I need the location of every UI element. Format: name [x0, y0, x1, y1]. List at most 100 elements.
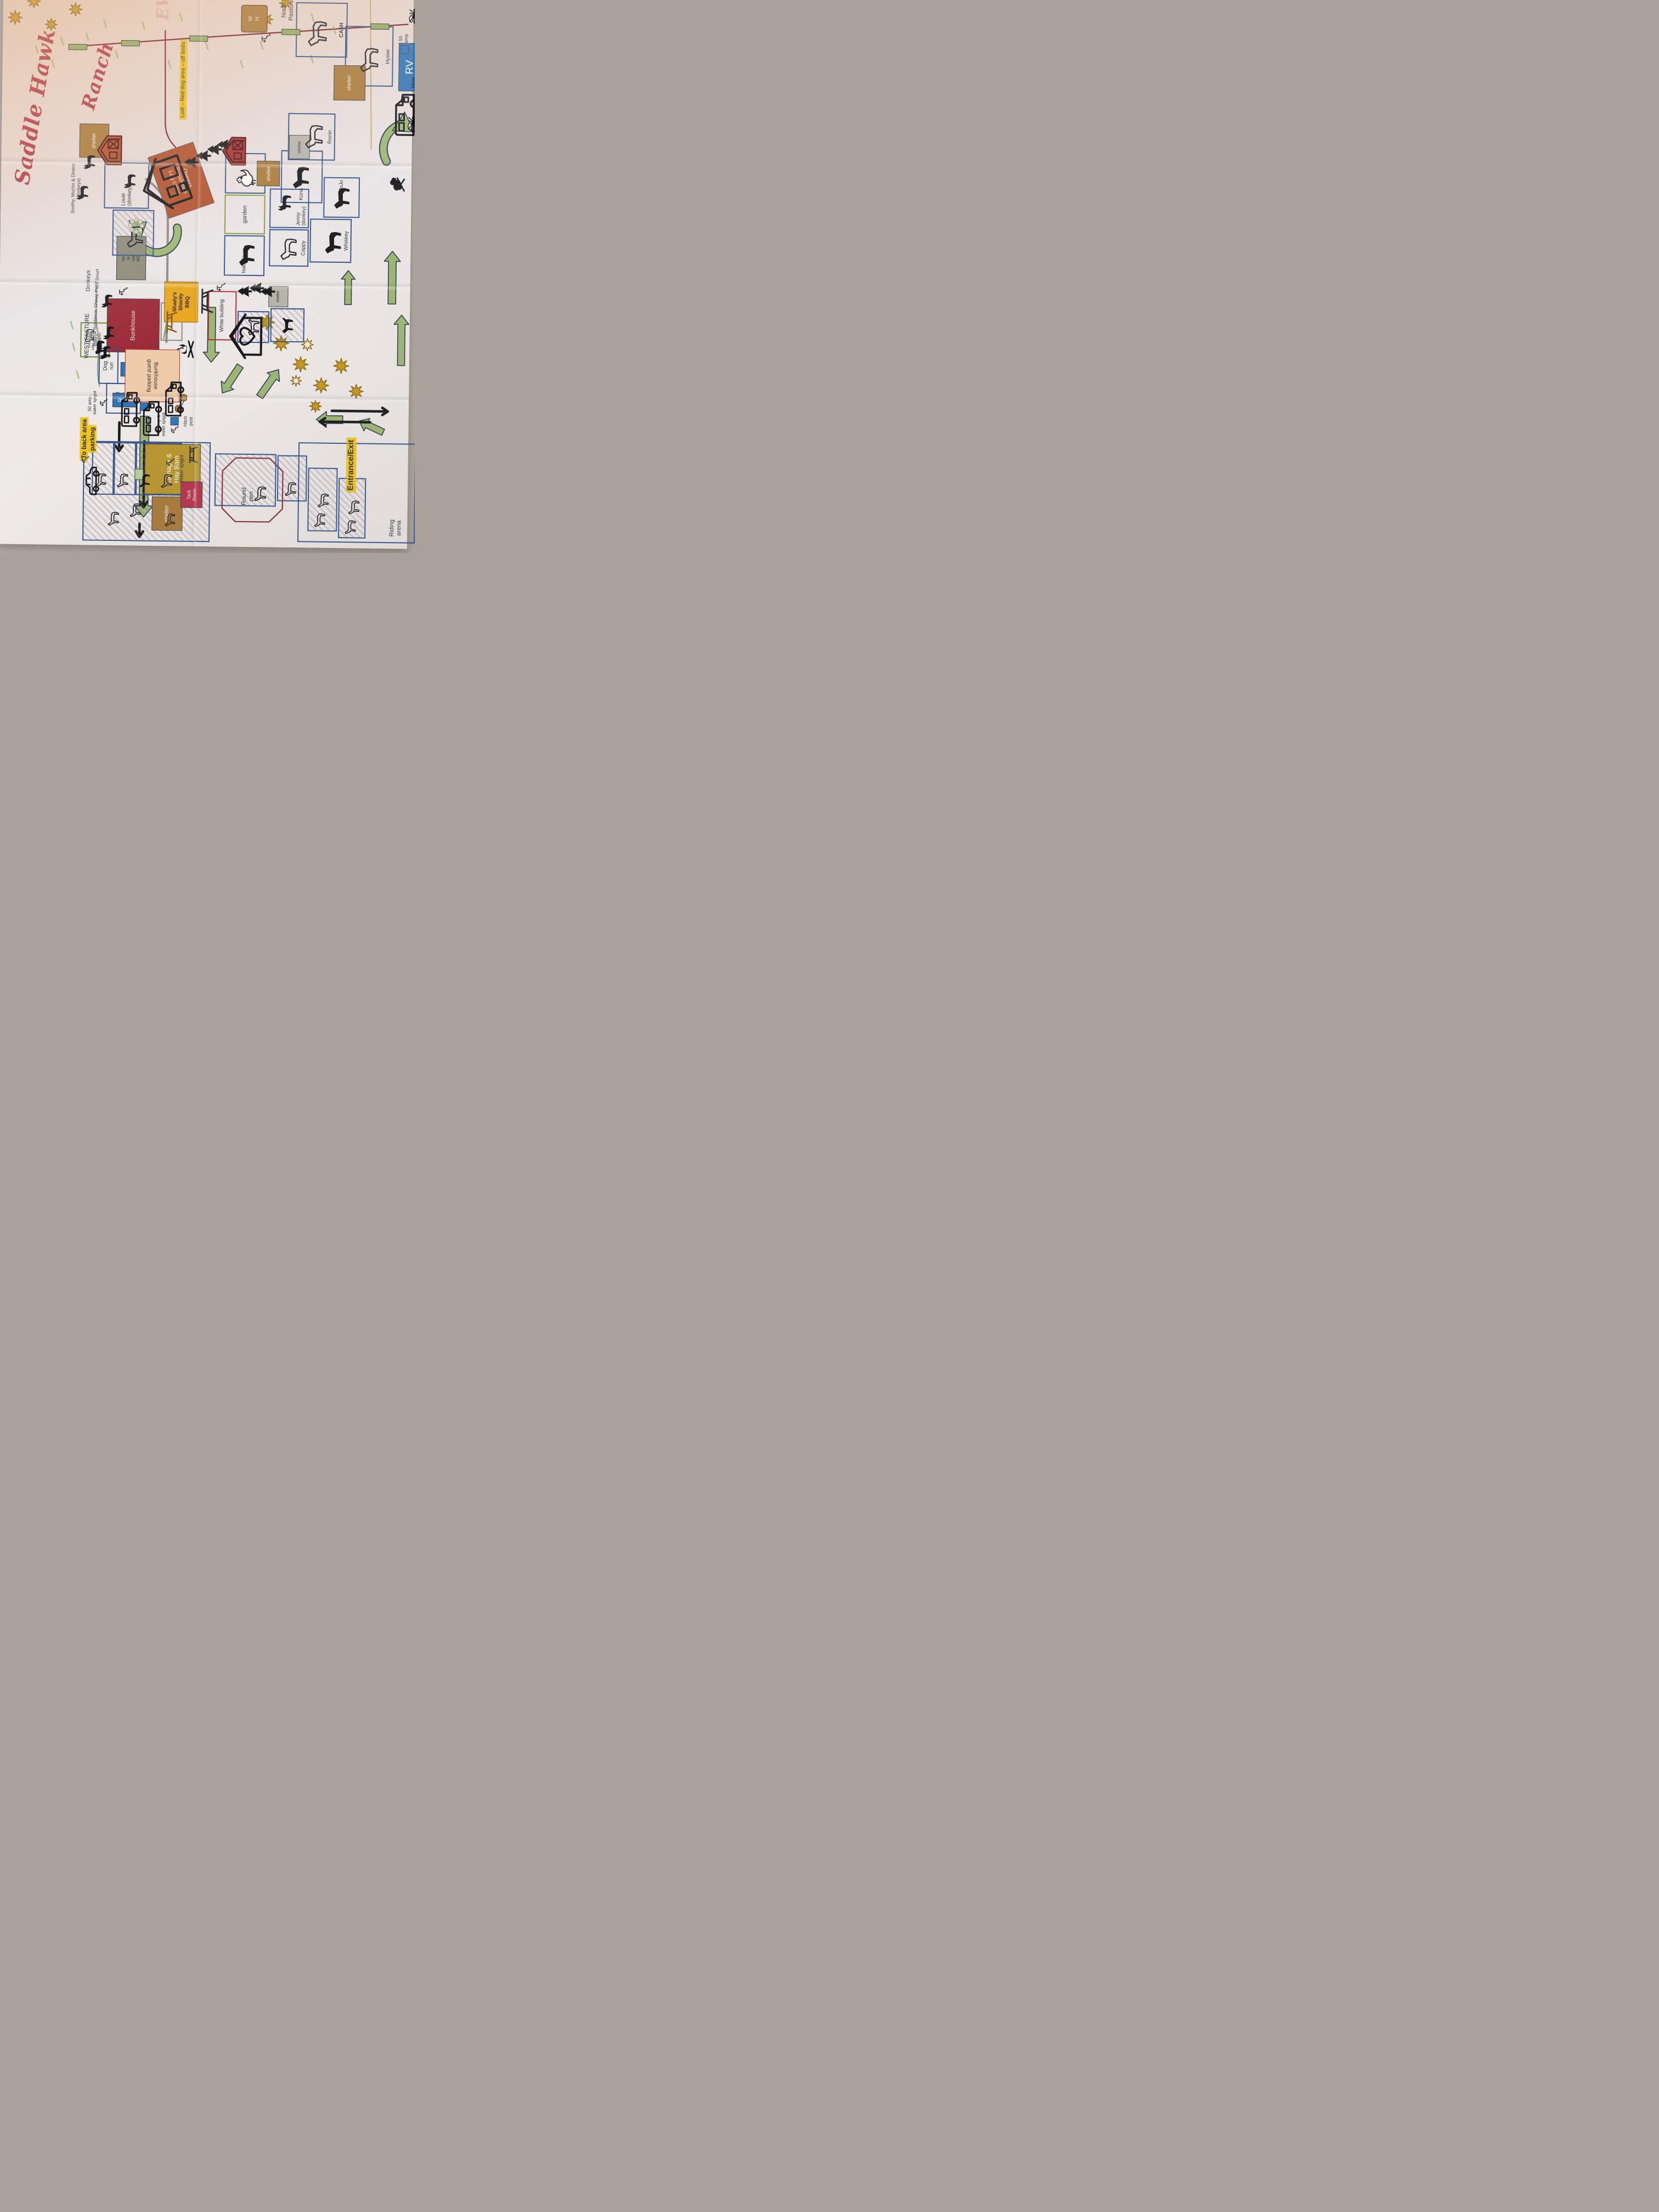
garden: garden — [224, 194, 266, 235]
mid-shelter: shelter — [256, 161, 280, 187]
amp30-square — [170, 417, 179, 426]
star-icon — [313, 377, 330, 394]
grass-mark — [332, 25, 336, 35]
hyster-horse-icon — [358, 43, 382, 74]
road-arrow — [341, 270, 356, 306]
grass-mark — [310, 55, 314, 64]
pasture-gate-3 — [189, 35, 208, 42]
pine-tree-icon — [217, 138, 232, 150]
star-icon — [292, 356, 309, 373]
grass-mark — [85, 32, 89, 41]
zebu-cow-icon — [83, 326, 95, 343]
grass-mark — [142, 21, 145, 30]
entrance-label: Entrance/Exit — [346, 438, 357, 493]
rv-motorhome-icon — [139, 400, 164, 438]
rv-motorhome-icon — [117, 391, 142, 428]
jojo-horse-icon — [332, 184, 353, 210]
star-icon — [27, 0, 41, 8]
pine-tree-icon — [259, 285, 276, 298]
grass-mark — [103, 19, 107, 29]
water-spigot-icon — [99, 398, 108, 407]
hand-drawn-arrow — [318, 416, 371, 427]
flower-wreath-icon — [127, 216, 145, 235]
grass-mark — [70, 320, 74, 330]
dog-icon-black — [279, 313, 297, 335]
picnic-table-icon — [187, 445, 199, 464]
water-spigot-icon — [170, 425, 179, 434]
news-bleed: EWS — [154, 0, 173, 20]
grass-mark — [76, 370, 80, 379]
water-spigot-icon — [166, 458, 175, 467]
pasture-gate-1 — [68, 43, 88, 50]
goat-icon — [128, 499, 143, 518]
water-spigot-label: Water spigot — [178, 455, 184, 483]
grass-mark — [72, 342, 76, 352]
lodi-label: Lodi – Red dog area – off limits — [179, 40, 188, 120]
goat-icon — [313, 509, 327, 528]
goat-icon — [343, 516, 358, 535]
pasture-gate-2 — [121, 40, 140, 47]
kona-horse-icon — [291, 162, 313, 190]
goat-icon — [106, 508, 121, 527]
water-spigot-icon — [261, 33, 271, 43]
star-icon — [309, 399, 322, 413]
west-pasture-fence — [94, 281, 100, 387]
bee-icon — [407, 112, 415, 133]
grass-mark — [35, 44, 39, 54]
cappy-horse-icon — [279, 235, 300, 261]
tan-fence — [370, 0, 372, 150]
star-icon — [69, 2, 83, 16]
grass-mark — [115, 50, 119, 59]
ronin-horse-icon — [303, 121, 327, 150]
goat-icon — [317, 490, 331, 509]
goat-icon — [284, 478, 298, 497]
hand-drawn-arrow — [134, 522, 144, 538]
pasture-gate-4 — [281, 29, 301, 36]
jenny-donkey-icon — [277, 192, 294, 213]
road-arrow — [202, 307, 220, 363]
pasture-gate-5 — [370, 23, 390, 30]
road-arrow — [221, 363, 244, 394]
isabella-horse-icon — [237, 241, 258, 267]
star-icon — [7, 9, 23, 25]
grass-mark — [259, 41, 264, 50]
amp50-label: 50 amp ,water spigot — [87, 391, 98, 415]
bee-icon — [408, 4, 415, 25]
photo-of-paper-map: shelterGOATSRidingarenaRoundpenCarriage … — [0, 0, 415, 553]
hand-drawn-arrow — [330, 407, 390, 416]
donkeys-label: Donkeys — [85, 270, 92, 292]
road-arrow — [256, 369, 280, 399]
hand-drawn-arrow — [114, 421, 124, 453]
water-spigot-icon — [118, 286, 128, 296]
heart-house-icon — [228, 312, 264, 361]
whiskey-horse-icon — [323, 228, 345, 255]
round-pen-octagon — [221, 457, 284, 523]
grass-mark — [179, 13, 183, 21]
goat-icon-black — [138, 470, 152, 489]
title-ranch: Ranch — [77, 40, 119, 112]
amp50-ne-square — [399, 45, 409, 54]
rotated-map-container: shelterGOATSRidingarenaRoundpenCarriage … — [1, 0, 415, 546]
picnic-table-icon — [163, 309, 179, 335]
campfire-icon — [174, 338, 195, 359]
picnic-table-icon — [197, 287, 215, 315]
road-arrow — [383, 251, 401, 305]
goat-icon — [253, 482, 268, 502]
map-paper-sheet: shelterGOATSRidingarenaRoundpenCarriage … — [0, 0, 415, 549]
grass-mark — [240, 59, 244, 69]
barn-icon — [95, 134, 123, 167]
goat-icon — [347, 496, 362, 515]
grass-mark — [311, 13, 314, 22]
grass-mark — [205, 41, 209, 50]
road-arrow — [393, 314, 410, 366]
star-icon — [44, 18, 58, 31]
west-donkey-icon — [100, 292, 115, 309]
hive-label: Hive — [410, 77, 415, 88]
star-icon — [273, 335, 290, 352]
smithy-donkey-icon — [76, 183, 91, 201]
star-icon — [333, 358, 349, 374]
